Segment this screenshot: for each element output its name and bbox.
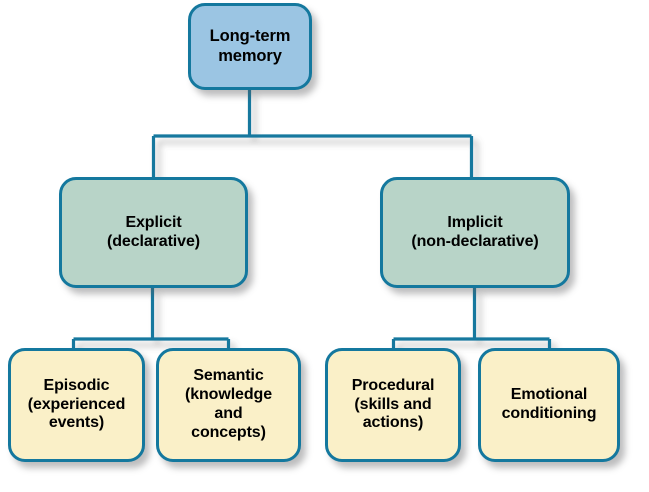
node-long-term-memory-label: Long-term memory <box>209 27 291 65</box>
node-emotional-conditioning[interactable]: Emotional conditioning <box>478 348 620 462</box>
node-explicit-declarative[interactable]: Explicit (declarative) <box>59 177 248 288</box>
node-long-term-memory[interactable]: Long-term memory <box>188 3 312 90</box>
node-semantic[interactable]: Semantic (knowledge and concepts) <box>156 348 301 462</box>
node-explicit-declarative-label: Explicit (declarative) <box>107 213 200 250</box>
node-procedural-label: Procedural (skills and actions) <box>351 376 435 432</box>
node-episodic[interactable]: Episodic (experienced events) <box>8 348 145 462</box>
node-implicit-non-declarative-label: Implicit (non-declarative) <box>411 213 539 250</box>
node-semantic-label: Semantic (knowledge and concepts) <box>184 367 272 441</box>
node-implicit-non-declarative[interactable]: Implicit (non-declarative) <box>380 177 570 288</box>
node-procedural[interactable]: Procedural (skills and actions) <box>325 348 461 462</box>
node-episodic-label: Episodic (experienced events) <box>27 376 126 432</box>
node-emotional-conditioning-label: Emotional conditioning <box>501 386 597 422</box>
